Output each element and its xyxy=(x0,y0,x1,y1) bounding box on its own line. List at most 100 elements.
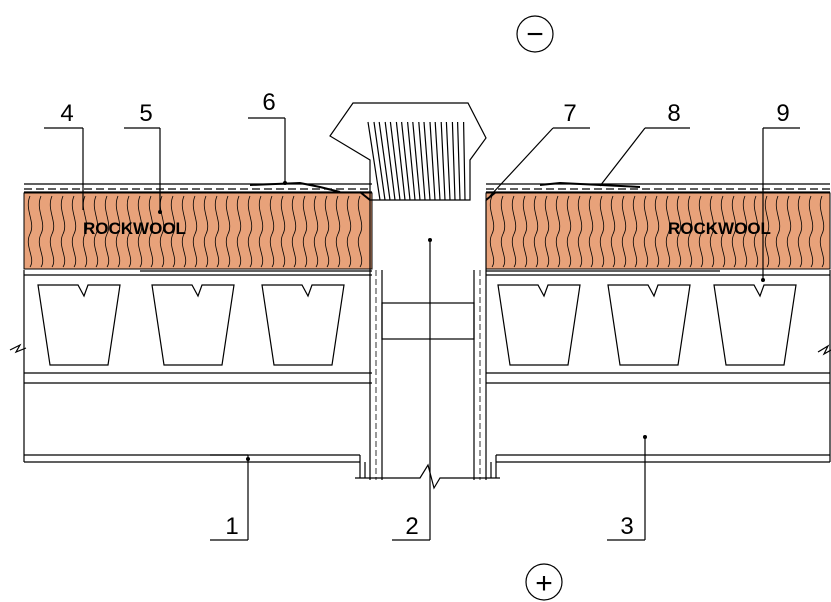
plus-sign-marker: + xyxy=(525,563,563,601)
insulation-fiber xyxy=(247,195,253,268)
callout-4: 4 xyxy=(44,100,84,210)
callout-7-label: 7 xyxy=(563,100,576,127)
minus-sign-marker: − xyxy=(516,15,554,53)
drain-fin xyxy=(367,121,386,201)
insulation-fiber xyxy=(313,195,319,268)
drain-fin xyxy=(401,121,416,201)
callout-8: 8 xyxy=(599,100,690,187)
callout-1-label: 1 xyxy=(225,513,238,540)
insulation-fiber xyxy=(665,195,671,268)
drain-fin xyxy=(423,121,436,201)
insulation-fiber xyxy=(302,195,308,268)
insulation-fiber xyxy=(170,195,176,268)
insulation-fiber xyxy=(137,195,143,268)
insulation-fiber xyxy=(335,195,341,268)
insulation-fiber xyxy=(709,195,715,268)
insulation-fiber xyxy=(522,195,528,268)
roof-drain-head xyxy=(329,102,487,201)
insulation-fiber xyxy=(566,195,572,268)
insulation-fiber xyxy=(203,195,209,268)
callout-3-label: 3 xyxy=(620,513,633,540)
insulation-fiber xyxy=(258,195,264,268)
insulation-fiber xyxy=(192,195,198,268)
insulation-fiber xyxy=(27,195,33,268)
insulation-fiber xyxy=(753,195,759,268)
insulation-fiber xyxy=(104,195,110,268)
insulation-fiber xyxy=(346,195,352,268)
insulation-fiber xyxy=(808,195,814,268)
callout-2-label: 2 xyxy=(405,513,418,540)
insulation-fiber xyxy=(357,195,363,268)
drain-fin xyxy=(457,121,466,201)
steel-deck xyxy=(24,274,830,366)
drain-fin xyxy=(378,121,396,201)
insulation-fiber xyxy=(60,195,66,268)
insulation-fiber xyxy=(731,195,737,268)
insulation-fiber xyxy=(280,195,286,268)
drain-pipe xyxy=(355,191,500,490)
drain-fin xyxy=(412,121,426,201)
callout-9: 9 xyxy=(761,100,800,282)
callout-8-label: 8 xyxy=(667,100,680,127)
insulation-fiber xyxy=(687,195,693,268)
callout-5: 5 xyxy=(124,100,162,214)
drain-fin xyxy=(445,121,456,201)
insulation-fiber xyxy=(676,195,682,268)
insulation-fiber xyxy=(555,195,561,268)
insulation-fiber xyxy=(764,195,770,268)
callout-9-label: 9 xyxy=(776,100,789,127)
insulation-left xyxy=(23,192,373,270)
callout-4-label: 4 xyxy=(60,100,73,127)
insulation-fiber xyxy=(511,195,517,268)
drain-fin xyxy=(434,121,446,201)
insulation-fiber xyxy=(775,195,781,268)
insulation-fiber xyxy=(181,195,187,268)
insulation-fiber xyxy=(643,195,649,268)
insulation-fiber xyxy=(599,195,605,268)
callout-1: 1 xyxy=(210,454,250,541)
minus-sign: − xyxy=(526,18,544,51)
callout-7: 7 xyxy=(489,100,590,197)
insulation-fiber xyxy=(236,195,242,268)
insulation-fiber xyxy=(544,195,550,268)
insulation-fiber xyxy=(819,195,825,268)
insulation-right xyxy=(485,192,831,270)
insulation-fiber xyxy=(720,195,726,268)
insulation-fiber xyxy=(577,195,583,268)
insulation-fiber xyxy=(621,195,627,268)
insulation-fiber xyxy=(742,195,748,268)
insulation-fiber xyxy=(93,195,99,268)
insulation-fiber xyxy=(115,195,121,268)
insulation-fiber xyxy=(38,195,44,268)
insulation-fiber xyxy=(71,195,77,268)
insulation-fiber xyxy=(698,195,704,268)
insulation-fiber xyxy=(533,195,539,268)
insulation-fiber xyxy=(126,195,132,268)
insulation-fiber xyxy=(786,195,792,268)
plus-sign: + xyxy=(535,567,553,600)
insulation-fiber xyxy=(489,195,495,268)
rockwool-label-left: ROCKWOOL xyxy=(83,219,186,238)
insulation-fiber xyxy=(291,195,297,268)
callout-3: 3 xyxy=(607,435,647,541)
insulation-fiber xyxy=(225,195,231,268)
drain-fin xyxy=(389,121,406,201)
insulation-fiber xyxy=(610,195,616,268)
insulation-fiber xyxy=(324,195,330,268)
callout-2: 2 xyxy=(392,238,432,541)
membrane-layers xyxy=(24,181,830,272)
insulation-fiber xyxy=(654,195,660,268)
support-beam-right xyxy=(486,270,831,478)
callout-6: 6 xyxy=(248,89,287,185)
rockwool-label-right: ROCKWOOL xyxy=(668,219,771,238)
insulation-fiber xyxy=(269,195,275,268)
insulation-fiber xyxy=(148,195,154,268)
callout-6-label: 6 xyxy=(262,89,275,116)
callout-5-label: 5 xyxy=(139,100,152,127)
insulation-fiber xyxy=(214,195,220,268)
insulation-fiber xyxy=(632,195,638,268)
insulation-fiber xyxy=(797,195,803,268)
insulation-fiber xyxy=(49,195,55,268)
